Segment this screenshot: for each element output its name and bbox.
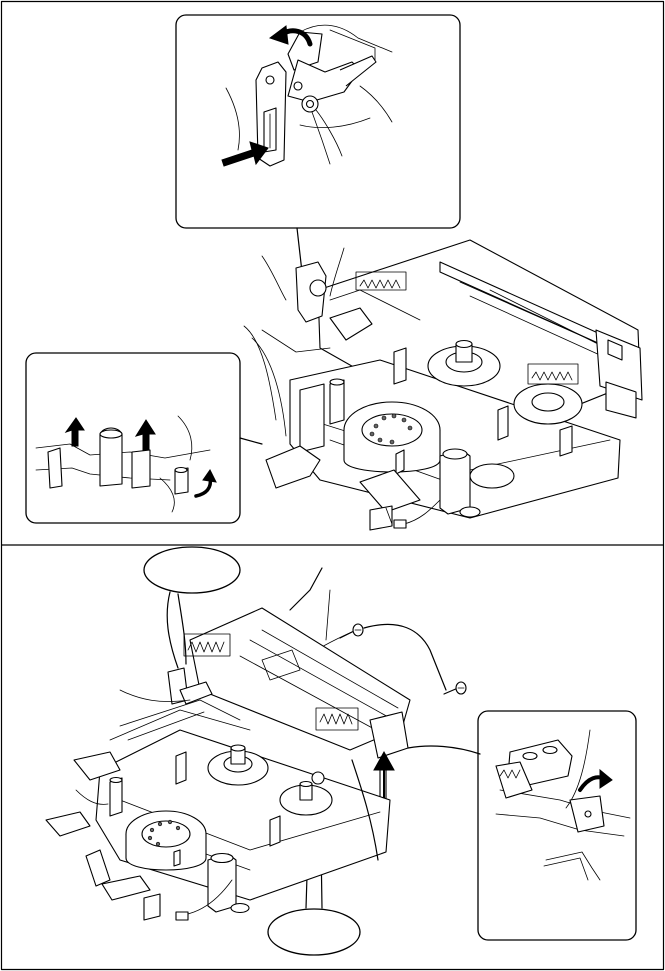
leader-line — [178, 594, 186, 664]
leader-line — [240, 438, 262, 444]
bracket-tab-detail — [478, 711, 636, 940]
leader-line — [167, 592, 178, 668]
callout-bubble-bottom — [268, 909, 360, 955]
connector-lift-detail — [26, 353, 240, 523]
detail-panel-frame — [26, 353, 240, 523]
leader-line — [408, 746, 480, 754]
upper-mechanism — [244, 240, 642, 530]
lever-release-detail — [176, 15, 460, 228]
leader-line — [297, 228, 302, 272]
leader-line — [290, 568, 322, 610]
lower-mechanism — [46, 590, 410, 920]
screw — [444, 682, 466, 694]
callout-bubble-upper-left — [144, 547, 240, 593]
